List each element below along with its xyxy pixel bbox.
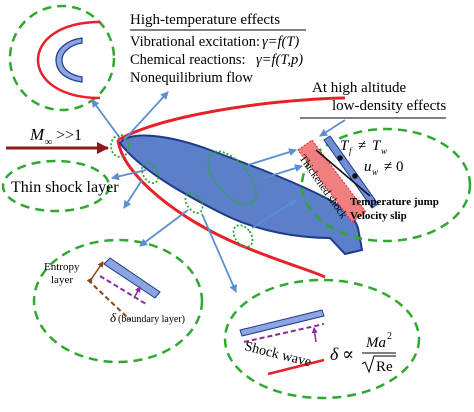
slip-point-upper bbox=[337, 155, 343, 161]
low-density-line1: At high altitude bbox=[312, 80, 406, 96]
leading-shock-region-ellipse bbox=[140, 161, 160, 185]
arrow-shock-to-thin bbox=[123, 179, 143, 209]
scaling-exp: 2 bbox=[387, 331, 392, 342]
scaling-prop: ∝ bbox=[342, 344, 354, 364]
entropy-layer-dash bbox=[87, 279, 131, 321]
chem-equation: γ=f(T,p) bbox=[256, 52, 303, 68]
nose-detail-group bbox=[8, 4, 116, 112]
vib-label: Vibrational excitation: bbox=[130, 34, 260, 50]
temp-jump-label: Temperature jump bbox=[350, 196, 439, 208]
slip-body-strip bbox=[323, 135, 379, 209]
sw-body-strip bbox=[239, 309, 325, 337]
arrow-body-to-slip bbox=[263, 164, 303, 179]
tw-subscript: w bbox=[381, 146, 387, 156]
arrow-shock-to-slip bbox=[319, 119, 346, 137]
shock-wave-label: Shock wave bbox=[243, 339, 313, 370]
arrow-leading-to-thin bbox=[111, 169, 147, 181]
entropy-label-line1: Entropy bbox=[44, 261, 80, 273]
mach-subscript: ∞ bbox=[45, 137, 52, 148]
shock-wave-region-ellipse bbox=[223, 278, 421, 400]
thickened-shock-band bbox=[297, 139, 367, 223]
main-vehicle-group bbox=[110, 96, 364, 279]
slip-point-lower bbox=[352, 173, 358, 179]
freestream-group: M ∞ >>1 bbox=[6, 125, 109, 154]
arrow-upper-to-slip bbox=[247, 148, 297, 166]
boundary-layer-label: (boundary layer) bbox=[118, 314, 185, 325]
sw-thickness-arrow bbox=[311, 327, 318, 343]
tf-subscript: f bbox=[349, 146, 353, 156]
arrow-lower-to-entropy bbox=[139, 209, 189, 247]
uw-symbol: u bbox=[364, 159, 372, 175]
sw-boundary-dash bbox=[243, 323, 325, 343]
slip-region-ellipse bbox=[300, 127, 472, 243]
tf-neq: ≠ bbox=[358, 138, 366, 154]
noneq-label: Nonequilibrium flow bbox=[130, 70, 253, 86]
entropy-body-strip bbox=[103, 257, 161, 299]
nose-detail-ellipse bbox=[8, 4, 116, 112]
thin-shock-layer-label: Thin shock layer bbox=[11, 179, 119, 196]
arrow-nose-to-hightemp bbox=[123, 91, 169, 141]
slip-velocity-line bbox=[315, 149, 371, 197]
connector-arrows bbox=[91, 91, 346, 293]
nose-detail-body bbox=[55, 37, 83, 83]
sw-shock-line bbox=[267, 358, 325, 376]
nose-region-ellipse bbox=[110, 134, 130, 158]
arrow-nose-to-detail bbox=[91, 99, 121, 139]
high-temp-title: High-temperature effects bbox=[130, 12, 280, 28]
thin-shock-layer-ellipse bbox=[1, 159, 111, 213]
nose-detail-shock bbox=[36, 20, 101, 100]
chem-label: Chemical reactions: bbox=[130, 52, 246, 68]
bow-shock-upper bbox=[117, 96, 346, 142]
boundary-layer-dash bbox=[99, 275, 147, 305]
high-temp-text-group: High-temperature effects Vibrational exc… bbox=[130, 12, 306, 86]
mach-symbol: M bbox=[29, 125, 45, 144]
boundary-delta: δ bbox=[110, 310, 117, 325]
entropy-label-line2: layer bbox=[51, 274, 73, 286]
tw-symbol: T bbox=[372, 138, 382, 154]
mach-relation: >>1 bbox=[56, 127, 82, 144]
upper-surface-region-ellipse bbox=[207, 150, 257, 206]
thin-shock-layer-group: Thin shock layer bbox=[1, 159, 119, 213]
entropy-thickness-arrow bbox=[86, 261, 104, 284]
scaling-sqrt-sign bbox=[361, 355, 396, 374]
low-density-text-group: At high altitude low-density effects bbox=[300, 80, 446, 119]
scaling-re: Re bbox=[376, 359, 393, 375]
bow-shock-lower bbox=[116, 139, 326, 279]
low-density-line2: low-density effects bbox=[332, 98, 446, 114]
uw-neq-zero: ≠ 0 bbox=[384, 159, 403, 175]
vehicle-body bbox=[118, 134, 364, 256]
scaling-delta: δ bbox=[330, 344, 339, 364]
arrow-lower-to-shockwave bbox=[201, 213, 237, 293]
entropy-region-group: Entropy layer δ (boundary layer) bbox=[32, 238, 204, 364]
scaling-ma: Ma bbox=[365, 335, 386, 351]
boundary-thickness-arrow bbox=[133, 286, 141, 299]
uw-subscript: w bbox=[372, 167, 378, 177]
shock-wave-region-group: Shock wave δ ∝ Ma 2 Re bbox=[223, 278, 421, 400]
lower-surface-region-ellipse bbox=[184, 192, 204, 214]
velocity-slip-label: Velocity slip bbox=[350, 210, 407, 222]
entropy-region-ellipse bbox=[32, 238, 204, 364]
vib-equation: γ=f(T) bbox=[262, 34, 299, 50]
aft-region-ellipse bbox=[232, 224, 254, 248]
tf-symbol: T bbox=[340, 138, 350, 154]
arrow-aft-to-slip bbox=[251, 199, 297, 229]
